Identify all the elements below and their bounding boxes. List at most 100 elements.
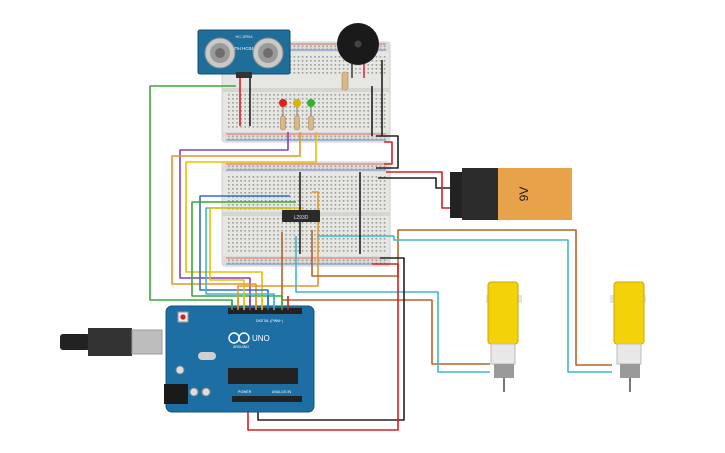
breadboard-hole xyxy=(363,192,365,194)
breadboard-hole xyxy=(355,200,357,202)
breadboard-hole xyxy=(301,204,304,206)
breadboard-hole xyxy=(383,208,386,210)
ultrasonic-sensor[interactable]: HC-SR04 ПН НС04 xyxy=(197,29,291,78)
motor-driver-chip[interactable]: L293D xyxy=(282,210,320,222)
breadboard-hole xyxy=(277,192,279,194)
arduino-uno[interactable]: UNO ARDUINO DIGITAL (PWM~) POWER ANALOG … xyxy=(60,305,315,413)
breadboard-hole xyxy=(383,222,386,224)
breadboard-hole xyxy=(351,226,353,228)
breadboard-hole xyxy=(379,64,382,66)
breadboard-hole xyxy=(269,192,271,194)
breadboard-hole xyxy=(264,218,267,220)
breadboard-hole xyxy=(355,259,357,262)
breadboard-hole xyxy=(371,68,374,70)
breadboard-hole xyxy=(285,184,287,186)
dc-motor-1[interactable] xyxy=(486,281,522,392)
breadboard-hole xyxy=(367,94,369,96)
breadboard-hole xyxy=(363,184,365,186)
breadboard-hole xyxy=(379,110,382,112)
breadboard-hole xyxy=(301,72,304,74)
breadboard-hole xyxy=(351,262,353,265)
breadboard-hole xyxy=(228,184,230,186)
breadboard-hole xyxy=(252,188,255,190)
arduino-digital-label: DIGITAL (PWM~) xyxy=(256,319,283,323)
breadboard-hole xyxy=(293,176,296,178)
breadboard-hole xyxy=(293,114,296,116)
breadboard-hole xyxy=(342,226,345,228)
breadboard-hole xyxy=(346,168,349,171)
breadboard-hole xyxy=(281,114,283,116)
led-red[interactable] xyxy=(279,99,287,107)
breadboard-hole xyxy=(285,165,287,168)
breadboard-hole xyxy=(228,234,230,236)
breadboard-hole xyxy=(285,238,287,240)
breadboard-hole xyxy=(260,230,263,232)
dc-motor-2[interactable] xyxy=(610,281,646,392)
breadboard-hole xyxy=(314,168,316,171)
breadboard-hole xyxy=(334,94,337,96)
led-yellow-resistor xyxy=(294,115,300,131)
breadboard-hole xyxy=(326,118,328,120)
breadboard-hole xyxy=(293,68,296,70)
breadboard-hole xyxy=(318,114,320,116)
breadboard-hole xyxy=(363,242,365,244)
breadboard-hole xyxy=(334,102,337,104)
breadboard-hole xyxy=(260,226,263,228)
breadboard-hole xyxy=(256,126,259,128)
breadboard-hole xyxy=(383,204,386,206)
breadboard-hole xyxy=(256,226,259,228)
breadboard-hole xyxy=(322,165,324,168)
breadboard-hole xyxy=(363,94,365,96)
breadboard-hole xyxy=(346,196,349,198)
breadboard-hole xyxy=(318,72,320,74)
breadboard-hole xyxy=(289,246,292,248)
breadboard-hole xyxy=(371,234,374,236)
breadboard-hole xyxy=(289,184,292,186)
breadboard-hole xyxy=(342,138,345,141)
breadboard-hole xyxy=(355,114,357,116)
breadboard-hole xyxy=(236,200,238,202)
breadboard-hole xyxy=(351,138,353,141)
breadboard-hole xyxy=(334,98,337,100)
breadboard-hole xyxy=(260,250,263,252)
breadboard-hole xyxy=(346,126,349,128)
breadboard-hole xyxy=(346,122,349,124)
breadboard-hole xyxy=(273,246,275,248)
breadboard-hole xyxy=(318,230,320,232)
breadboard-hole xyxy=(330,259,333,262)
breadboard-hole xyxy=(342,238,345,240)
breadboard-hole xyxy=(322,238,324,240)
piezo-buzzer[interactable] xyxy=(337,23,379,78)
breadboard-hole xyxy=(277,226,279,228)
breadboard-hole xyxy=(232,180,234,182)
breadboard-hole xyxy=(318,106,320,108)
breadboard-hole xyxy=(367,118,369,120)
breadboard-hole xyxy=(355,106,357,108)
breadboard-hole xyxy=(305,208,308,210)
led-yellow[interactable] xyxy=(293,99,301,107)
breadboard-hole xyxy=(375,188,378,190)
breadboard-hole xyxy=(252,218,255,220)
breadboard-hole xyxy=(375,259,378,262)
battery-9v[interactable]: 9V xyxy=(450,168,572,220)
breadboard-hole xyxy=(240,188,242,190)
breadboard-hole xyxy=(379,226,382,228)
breadboard-hole xyxy=(297,48,300,51)
breadboard-hole xyxy=(338,262,341,265)
breadboard-hole xyxy=(256,259,259,262)
breadboard-hole xyxy=(314,234,316,236)
breadboard-hole xyxy=(363,106,365,108)
breadboard-hole xyxy=(330,226,333,228)
breadboard-hole xyxy=(326,238,328,240)
breadboard-hole xyxy=(269,98,271,100)
breadboard-hole xyxy=(301,56,304,58)
breadboard-hole xyxy=(322,48,324,51)
led-green[interactable] xyxy=(307,99,315,107)
breadboard-hole xyxy=(363,246,365,248)
arduino-power-label: POWER xyxy=(238,390,252,394)
breadboard-hole xyxy=(314,118,316,120)
breadboard-hole xyxy=(240,102,242,104)
breadboard-hole xyxy=(228,98,230,100)
breadboard-hole xyxy=(273,188,275,190)
breadboard-hole xyxy=(363,188,365,190)
